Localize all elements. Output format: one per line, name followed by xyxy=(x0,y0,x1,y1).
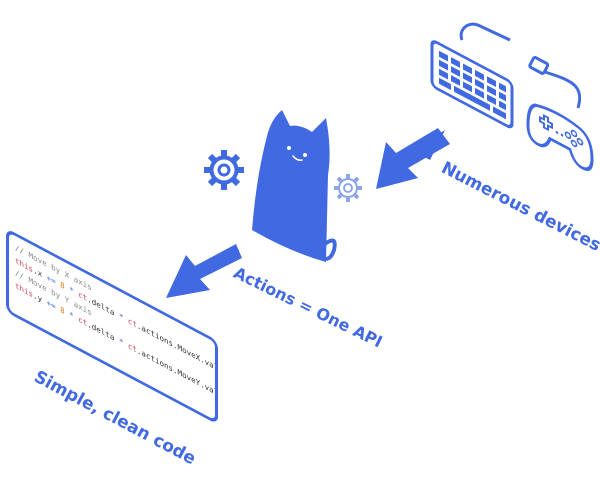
gear-icon-right xyxy=(334,174,362,202)
arrow-code-icon xyxy=(166,244,242,298)
keyboard-icon xyxy=(430,40,514,129)
gamepad-icon xyxy=(526,103,594,171)
keyboard-cable-icon xyxy=(459,22,511,42)
mascot-cat-icon xyxy=(252,110,337,262)
arrow-devices-icon xyxy=(376,128,450,189)
usb-cable-icon xyxy=(528,56,582,109)
gear-icon-left xyxy=(204,150,244,190)
